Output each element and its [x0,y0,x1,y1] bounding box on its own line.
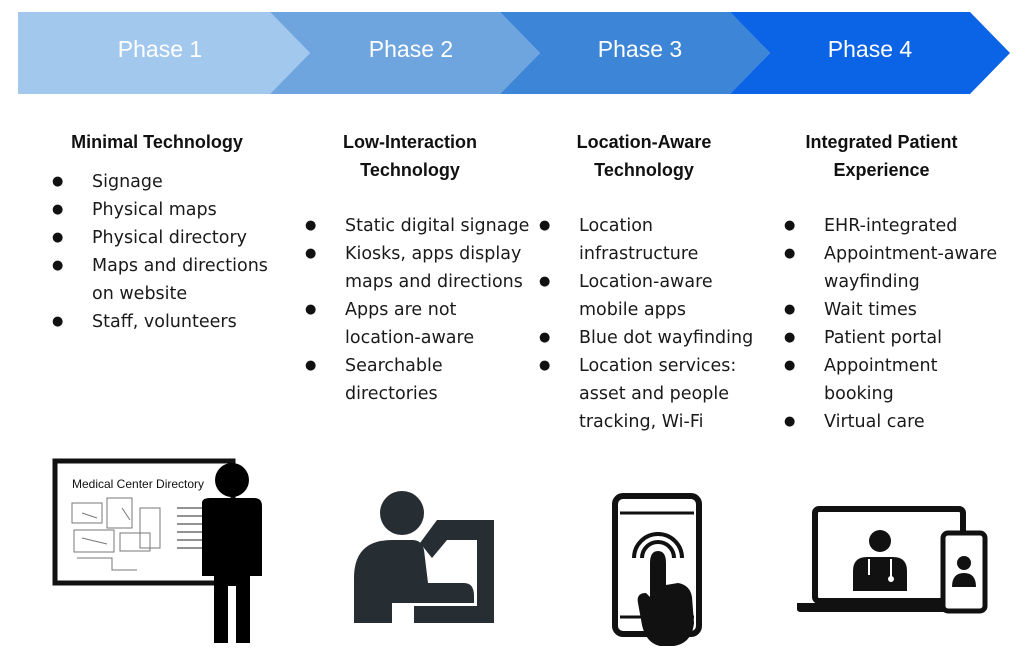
phase-1-arrow [18,12,310,94]
kiosk-user-icon [352,488,497,628]
phase-4-arrow [730,12,1010,94]
list-item: Location services: asset and people trac… [539,352,774,436]
smartphone-tap-icon [612,493,712,648]
phase-3-label: Phase 3 [597,36,683,62]
list-item: Kiosks, apps display maps and directions [305,240,535,296]
directory-board-person-icon: Medical Center Directory [52,458,282,648]
list-item: Signage [52,168,292,196]
list-item: Appointment booking [784,352,1004,408]
list-item: Searchable directories [305,352,535,408]
phase-1-title: Minimal Technology [71,132,243,152]
list-item: Maps and directions on website [52,252,292,308]
phase-2-title: Low-Interaction Technology [343,132,477,180]
phase-4-column: Integrated Patient Experience EHR-integr… [784,128,1004,436]
phase-1-column: Minimal Technology Signage Physical maps… [52,128,292,336]
list-item: Static digital signage [305,212,535,240]
list-item: Location infrastructure [539,212,774,268]
list-item: Staff, volunteers [52,308,292,336]
phase-3-column: Location-Aware Technology Location infra… [539,128,774,436]
phase-1-label: Phase 1 [117,36,203,62]
phase-2-label: Phase 2 [368,36,454,62]
list-item: Blue dot wayfinding [539,324,774,352]
phase-arrow-banner [18,12,1010,94]
phase-2-arrow [270,12,540,94]
list-item: Physical maps [52,196,292,224]
list-item: EHR-integrated [784,212,1004,240]
phase-3-arrow [500,12,770,94]
phase-3-list: Location infrastructure Location-aware m… [539,212,774,436]
list-item: Virtual care [784,408,1004,436]
list-item: Location-aware mobile apps [539,268,774,324]
phase-4-list: EHR-integrated Appointment-aware wayfind… [784,212,1004,436]
laptop-phone-virtual-care-icon [795,505,995,615]
list-item: Physical directory [52,224,292,252]
phase-4-label: Phase 4 [827,36,913,62]
phase-1-list: Signage Physical maps Physical directory… [52,168,292,336]
list-item: Wait times [784,296,1004,324]
phase-3-title: Location-Aware Technology [576,132,712,180]
list-item: Patient portal [784,324,1004,352]
phase-2-list: Static digital signage Kiosks, apps disp… [305,212,535,408]
phase-2-column: Low-Interaction Technology Static digita… [305,128,535,408]
list-item: Appointment-aware wayfinding [784,240,1004,296]
list-item: Apps are not location-aware [305,296,535,352]
board-title: Medical Center Directory [72,477,204,491]
phase-4-title: Integrated Patient Experience [805,132,958,180]
